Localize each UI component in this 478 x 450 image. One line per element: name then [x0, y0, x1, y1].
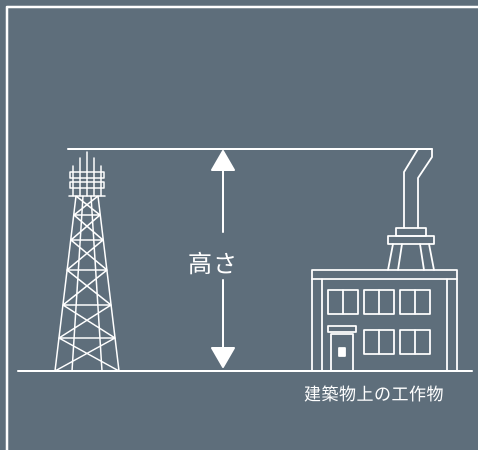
height-label: 高さ [188, 244, 238, 279]
steel-tower-icon [55, 152, 119, 371]
building-icon [312, 270, 457, 371]
building-structure-label: 建築物上の工作物 [304, 380, 444, 405]
rooftop-chimney-icon [388, 149, 434, 270]
